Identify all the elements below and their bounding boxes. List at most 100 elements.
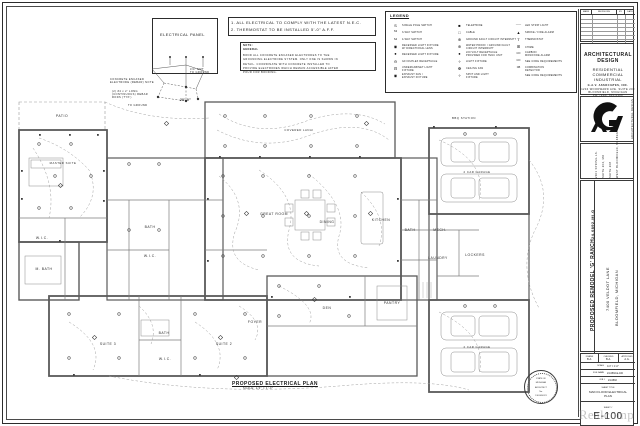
seal-line-1: MICHIGAN	[535, 382, 547, 384]
realcomp-watermark: Realcomp	[578, 407, 634, 422]
seal-line-0: STATE OF	[536, 378, 546, 380]
flood-spot-light-fixture-icon: ✧	[457, 72, 462, 78]
grounding-note-box	[240, 42, 376, 71]
legend-item-recessed-light-fixture: ●RECESSED LIGHT FIXTURE	[389, 51, 451, 58]
project-street: 7400 VELDOT LANE	[605, 267, 610, 311]
legend-item-chime: ⊞CHIME	[512, 44, 576, 51]
room-label: BATH	[158, 331, 170, 335]
room-label: LAUNDRY	[428, 256, 448, 260]
exhaust-fan-icon: ◉	[393, 72, 398, 78]
field-value-jobnumber: 24-0892	[608, 378, 617, 382]
weather-proof-gfci-icon: ⊕	[457, 44, 462, 50]
office-address-box: 2301 SPRING LN. SUITE 204, MO SUITE 208 …	[580, 131, 634, 179]
carbon-monoxide-note-icon: CO	[516, 59, 521, 63]
project-info-box: PROPOSED REMODEL 'G' RANCH 7400 VELDOT L…	[580, 180, 634, 353]
field-value-drawn: B.A.	[587, 357, 592, 361]
gav-logo-icon	[591, 102, 623, 132]
office-address-3: WEST BLOOMFIELD, MI 48322	[616, 130, 619, 178]
carbon-monoxide-alarm-icon: CO	[516, 52, 521, 56]
title-block: MARK REVISIONS BY DATE ARCHITECTURAL DES…	[580, 9, 635, 426]
room-label: 2 CAR GARAGE	[463, 170, 491, 174]
logo-box: ARCHITECTURAL DESIGN	[580, 96, 634, 142]
legend-item-cable-jack: □CABLE	[453, 29, 519, 36]
legend-item-label: 3-WAY SWITCH	[402, 31, 423, 35]
legend-item-led-strip-light: ――LED STRIP LIGHT	[512, 22, 576, 29]
legend-column-1: ■TELEPHONE□CABLE⊕GROUND FAULT CIRCUIT IN…	[453, 22, 519, 80]
220-volt-receptacle-icon: ●	[458, 51, 461, 57]
three-way-switch-icon: S3	[393, 30, 398, 34]
plan-scale-caption: SCALE: 1/4" = 1'-0"	[243, 387, 274, 390]
led-strip-light-icon: ――	[515, 23, 522, 27]
legend-item-label: EXHAUST FAN /EXHAUST FIXTURE	[402, 72, 428, 79]
seal-line-2: ARCHITECT	[535, 387, 547, 389]
legend-item-label: SMOKE / FIRE ALARM	[525, 31, 554, 35]
grounding-note-heading: NOTE:	[243, 44, 254, 47]
office-address-2: SUITE 208	[609, 161, 612, 178]
electrical-symbols	[21, 114, 497, 381]
seal-line-4: 1301054321	[535, 395, 547, 397]
field-value-scale: 1/4" = 1'-0"	[607, 364, 619, 368]
room-label: KITCHEN	[371, 218, 391, 222]
legend-item-telephone-jack: ■TELEPHONE	[453, 22, 519, 29]
legend-item-three-way-switch: S3 3-WAY SWITCH	[389, 29, 451, 36]
grounding-note-line-4: POUR FOR BONDING.	[243, 71, 278, 75]
grounding-note-line-1: GROUNDING ELECTRODE SYSTEM. ONLY ONE IS …	[243, 58, 339, 62]
field-value-sheettitle: MAIN FLOOR ELECTRICAL PLAN	[588, 390, 627, 399]
panel-note-0: CONCRETE ENCASED	[110, 78, 145, 81]
field-label-jobnumber: JOB #	[599, 379, 605, 381]
room-label: W.I.C.	[143, 254, 157, 258]
office-address-0: 2301 SPRING LN.	[595, 150, 598, 178]
combination-detector-icon: CB	[516, 66, 521, 70]
drawing-area	[9, 9, 579, 417]
legend-item-combination-note: SEE CODE REQUIREMENTS	[512, 72, 576, 79]
legend-item-label: SEE CODE REQUIREMENTS	[525, 60, 563, 64]
room-label: SUITE 2	[215, 342, 233, 346]
grounding-note-line-0: BOND ALL CONCRETE ENCASED ELECTRODES TO …	[243, 54, 330, 58]
project-job-number: 24-0892-MI-G	[590, 209, 595, 239]
grounding-note-line-2: DETAIL. COORDINATE WITH CONCRETE INSTALL…	[243, 62, 330, 66]
smoke-fire-alarm-icon: ▲	[516, 29, 521, 35]
single-pole-switch-icon: S	[394, 22, 397, 28]
room-label: MECH.	[433, 228, 447, 232]
plan-walls	[18, 101, 544, 393]
legend-item-label: LIGHT FIXTURE	[466, 60, 487, 64]
panel-note-1: ELECTRODE (REBAR) NOTE	[110, 81, 154, 84]
legend-item-label: RECESSED LIGHT FIXTURE	[402, 52, 439, 56]
grounding-note-body: NOTE: GENERAL BOND ALL CONCRETE ENCASED …	[243, 44, 373, 76]
architect-seal: STATE OF MICHIGAN ARCHITECT No. 13010543…	[524, 370, 558, 404]
note-item-1: 1. ALL ELECTRICAL TO COMPLY WITH THE LAT…	[231, 20, 362, 25]
room-label: BATH	[144, 225, 156, 229]
room-label: COVERED LANAI	[284, 128, 314, 132]
legend-item-exhaust-fan: ◉ EXHAUST FAN /EXHAUST FIXTURE	[389, 72, 451, 79]
ceiling-fan-icon: ❁	[457, 65, 462, 71]
plan-title-caption: PROPOSED ELECTRICAL PLAN	[232, 381, 318, 387]
field-label-checked: CHECKED	[603, 355, 614, 358]
seal-line-3: No.	[539, 391, 543, 393]
room-label: 2 CAR GARAGE	[463, 345, 491, 349]
panel-note-6: TO GROUND	[190, 71, 210, 74]
field-label-drawn: DRAWN	[585, 355, 594, 358]
legend-item-gfi-duplex-receptacle: ⊖GFI DUPLEX RECEPTACLE	[389, 58, 451, 65]
room-label: MASTER SUITE	[49, 161, 77, 165]
room-label: GREAT ROOM	[260, 212, 288, 216]
revision-header-date: DATE	[627, 11, 633, 13]
office-address-1: SUITE 204, MO	[602, 154, 605, 178]
four-way-switch-icon: S4	[393, 37, 398, 41]
general-notes-list: 1. ALL ELECTRICAL TO COMPLY WITH THE LAT…	[231, 20, 373, 33]
legend-item-label: CHIME	[525, 45, 534, 49]
note-item-2: 2. THERMOSTAT TO BE INSTALLED 5'-0" A.F.…	[231, 26, 335, 32]
